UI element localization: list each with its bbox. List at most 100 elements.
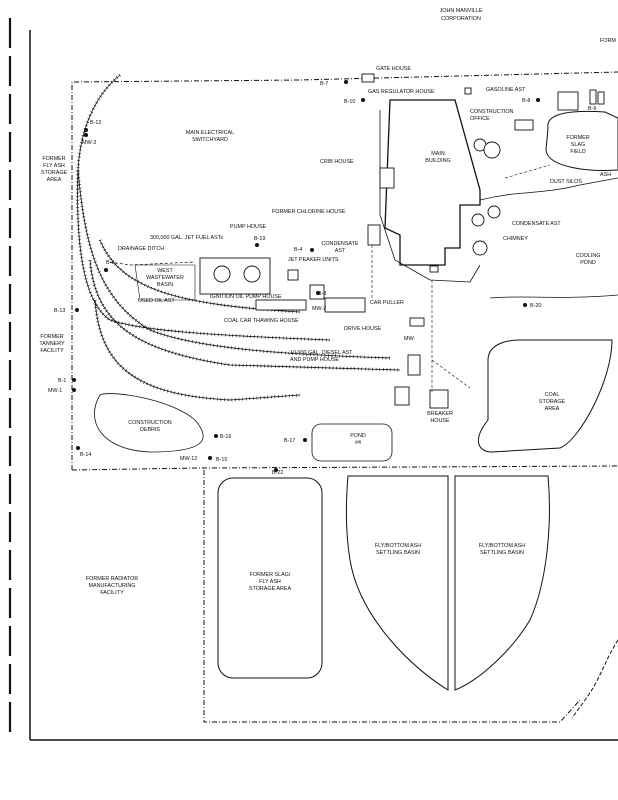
point-b4: B-4 [294, 247, 302, 253]
utility-lines [371, 164, 551, 392]
point-mw-drive: MW- [404, 336, 415, 342]
point-mw2: MW-2 [312, 306, 326, 312]
point-b15: B-15 [216, 457, 227, 463]
main-building-label-2: BUILDING [425, 158, 450, 164]
point-b17: B-17 [284, 438, 295, 444]
diesel-ast-label-2: AND PUMP HOUSE [290, 357, 339, 363]
gasoline-ast-label: GASOLINE AST [486, 87, 526, 93]
boring-points [72, 80, 540, 472]
settling-basin-2-label-1: FLY/BOTTOM ASH [479, 543, 525, 549]
point-mw12: MW-12 [180, 456, 197, 462]
point-b2: B-2 [106, 260, 114, 266]
point-b20: B-20 [530, 303, 541, 309]
coal-storage-label-2: STORAGE [539, 399, 566, 405]
point-b12: B-12 [90, 120, 101, 126]
gate-house-label: GATE HOUSE [376, 66, 411, 72]
cooling-pond-label-1: COOLING [576, 253, 601, 259]
owner-line-1: JOHN MANVILLE [440, 8, 483, 14]
fly-ash-storage-label-3: STORAGE [41, 170, 68, 176]
construction-debris-label-1: CONSTRUCTION [128, 420, 172, 426]
slag-fly-ash-storage [217, 477, 323, 679]
point-b1: B-1 [58, 378, 66, 384]
edge-fragment-form: FORM [600, 38, 616, 44]
edge-fragment-ash: ASH [600, 172, 611, 178]
used-oil-ast-label: USED OIL AST [138, 298, 175, 304]
west-basin-label-2: WASTEWATER [146, 275, 184, 281]
main-switchyard-label-1: MAIN ELECTRICAL [186, 130, 234, 136]
jet-fuel-asts-label: 300,000 GAL. JET FUEL ASTs [150, 235, 223, 241]
point-b13: B-13 [54, 308, 65, 314]
point-b19: B-19 [254, 236, 265, 242]
tannery-label-2: TANNERY [39, 341, 65, 347]
point-b3: B-3 [318, 291, 326, 297]
construction-debris [94, 393, 204, 453]
slag-field-label-3: FIELD [570, 149, 585, 155]
former-slag-field [545, 110, 618, 171]
coal-storage-label-3: AREA [545, 406, 560, 412]
point-b9: B-9 [588, 106, 596, 112]
point-b8: B-8 [522, 98, 530, 104]
coal-storage-area [478, 339, 613, 453]
railroad-ties [76, 73, 401, 402]
car-puller-label: CAR PULLER [370, 300, 404, 306]
settling-basin-1-label-1: FLY/BOTTOM ASH [375, 543, 421, 549]
point-mw3: MW-3 [82, 140, 96, 146]
slag-fly-ash-label-2: FLY ASH [259, 579, 281, 585]
dust-silos-label: DUST SILOS [550, 179, 582, 185]
jet-peaker-units-label: JET PEAKER UNITS [288, 257, 339, 263]
settling-basin-2-label-2: SETTLING BASIN [480, 550, 524, 556]
slag-fly-ash-label-1: FORMER SLAG/ [250, 572, 291, 578]
construction-office-label-2: OFFICE [470, 116, 490, 122]
cooling-pond-label-2: POND [580, 260, 596, 266]
breaker-house-label-1: BREAKER [427, 411, 453, 417]
west-basin-label-3: BASIN [157, 282, 173, 288]
point-b14: B-14 [80, 452, 91, 458]
point-b10: B-10 [344, 99, 355, 105]
radiator-label-2: MANUFACTURING [88, 583, 135, 589]
slag-field-label-1: FORMER [566, 135, 589, 141]
shoreline [571, 639, 618, 719]
fly-ash-storage-label-1: FORMER [42, 156, 65, 162]
pond-4 [311, 423, 393, 462]
settling-basin-1 [345, 475, 449, 691]
main-switchyard-label-2: SWITCHYARD [192, 137, 228, 143]
drive-house-label: DRIVE HOUSE [344, 326, 382, 332]
radiator-label-1: FORMER RADIATOR [86, 576, 138, 582]
point-b16: B-16 [220, 434, 231, 440]
cooling-pond-shore [479, 177, 618, 299]
settling-basin-2 [454, 475, 550, 691]
coal-storage-label-1: COAL [545, 392, 560, 398]
settling-basin-1-label-2: SETTLING BASIN [376, 550, 420, 556]
point-b7: B-7 [320, 81, 328, 87]
owner-line-2: CORPORATION [441, 16, 481, 22]
west-basin-outline [134, 264, 196, 301]
breaker-house-label-2: HOUSE [430, 418, 450, 424]
property-boundary [71, 71, 618, 723]
condensate-ast-left-label-1: CONDENSATE [321, 241, 358, 247]
tannery-label-1: FORMER [40, 334, 63, 340]
condensate-ast-right-label: CONDENSATE AST [512, 221, 561, 227]
main-building-label-1: MAIN [431, 151, 445, 157]
ignition-oil-pump-house-label: IGNITION OIL PUMP HOUSE [210, 294, 282, 300]
drainage-ditch [109, 261, 196, 266]
coal-car-thawing-house-label: COAL CAR THAWING HOUSE [224, 318, 299, 324]
former-chlorine-house-label: FORMER CHLORINE HOUSE [272, 209, 346, 215]
main-building [379, 99, 481, 283]
pump-house-label: PUMP HOUSE [230, 224, 267, 230]
diesel-ast-label-1: 10,000 GAL. DIESEL AST [290, 350, 353, 356]
point-mw1: MW-1 [48, 388, 62, 394]
gas-regulator-house-label: GAS REGULATOR HOUSE [368, 89, 435, 95]
fly-ash-storage-label-2: FLY ASH [43, 163, 65, 169]
pond-label-2: #4 [355, 440, 361, 446]
chimney-label: CHIMNEY [503, 236, 528, 242]
drainage-ditch-label: DRAINAGE DITCH [118, 246, 164, 252]
crib-house-label: CRIB HOUSE [320, 159, 354, 165]
fly-ash-storage-label-4: AREA [47, 177, 62, 183]
radiator-label-3: FACILITY [100, 590, 124, 596]
slag-field-label-2: SLAG [571, 142, 585, 148]
construction-office-label-1: CONSTRUCTION [470, 109, 514, 115]
construction-debris-label-2: DEBRIS [140, 427, 160, 433]
tannery-label-3: FACILITY [40, 348, 64, 354]
west-basin-label-1: WEST [157, 268, 173, 274]
